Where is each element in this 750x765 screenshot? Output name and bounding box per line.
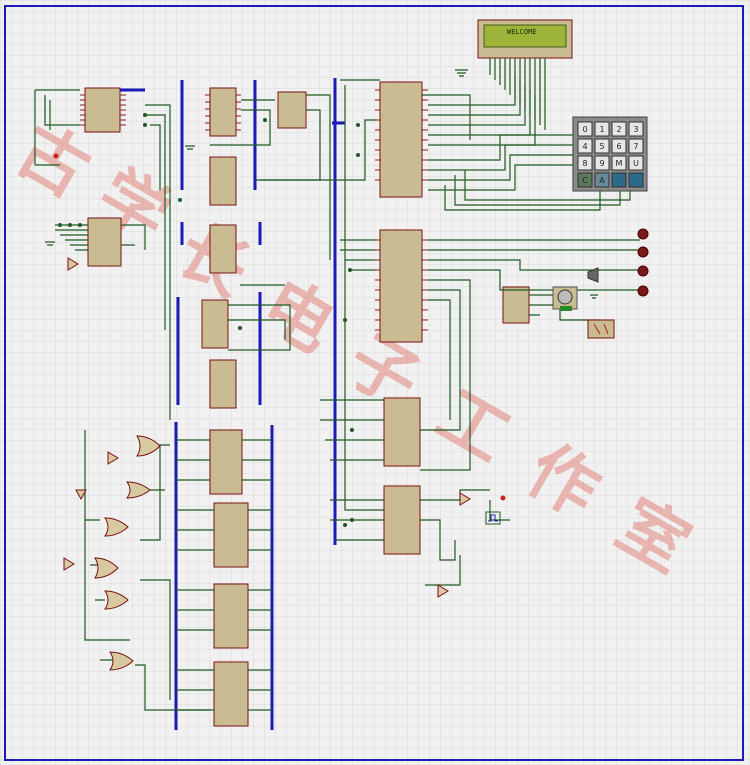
indicator-leds xyxy=(637,228,649,297)
keypad-key-label: M xyxy=(616,159,623,168)
keypad-key[interactable] xyxy=(628,121,644,137)
keypad-key[interactable] xyxy=(628,155,644,171)
keypad-key-label: 5 xyxy=(599,142,604,151)
keypad-key-label: 4 xyxy=(582,142,587,151)
keypad-key[interactable] xyxy=(577,138,593,154)
keypad-key-label: 8 xyxy=(582,159,587,168)
keypad-key-label: 7 xyxy=(633,142,638,151)
keypad-key[interactable] xyxy=(628,138,644,154)
relay xyxy=(587,319,615,339)
lcd-text: WELCOME xyxy=(507,28,537,36)
buzzer xyxy=(587,267,599,283)
sheet-frame xyxy=(4,5,744,761)
keypad-key[interactable] xyxy=(594,121,610,137)
keypad-key[interactable] xyxy=(611,155,627,171)
lcd-display: WELCOME xyxy=(477,19,573,130)
keypad[interactable]: 0 1 2 3 4 5 6 7 8 9 M U C A xyxy=(572,116,648,192)
ic-chip xyxy=(84,87,122,267)
keypad-key-label: 1 xyxy=(599,125,604,134)
logic-gates xyxy=(63,257,471,671)
keypad-key-label: 6 xyxy=(616,142,621,151)
stepper-motor xyxy=(552,286,578,311)
clock-source xyxy=(485,511,501,525)
keypad-key[interactable] xyxy=(611,138,627,154)
keypad-key[interactable] xyxy=(577,121,593,137)
keypad-key[interactable] xyxy=(594,172,610,188)
keypad-key[interactable] xyxy=(594,138,610,154)
junction-dots xyxy=(58,113,360,527)
wire-net xyxy=(34,75,640,711)
data-bus xyxy=(120,78,345,730)
keypad-key[interactable] xyxy=(611,121,627,137)
keypad-key[interactable] xyxy=(577,155,593,171)
keypad-key[interactable] xyxy=(628,172,644,188)
push-button[interactable] xyxy=(53,153,506,501)
keypad-key[interactable] xyxy=(594,155,610,171)
keypad-key-label: 3 xyxy=(633,125,638,134)
keypad-key-label: C xyxy=(582,176,588,185)
keypad-key-label: 0 xyxy=(582,125,587,134)
ic-chip-column xyxy=(201,87,307,727)
keypad-key-label: U xyxy=(633,159,639,168)
ground-symbols xyxy=(45,69,598,299)
keypad-key-label: 2 xyxy=(616,125,621,134)
keypad-key-label: A xyxy=(599,176,605,185)
keypad-key[interactable] xyxy=(577,172,593,188)
chip-pins xyxy=(80,89,428,331)
keypad-key-label: 9 xyxy=(599,159,604,168)
keypad-key[interactable] xyxy=(611,172,627,188)
